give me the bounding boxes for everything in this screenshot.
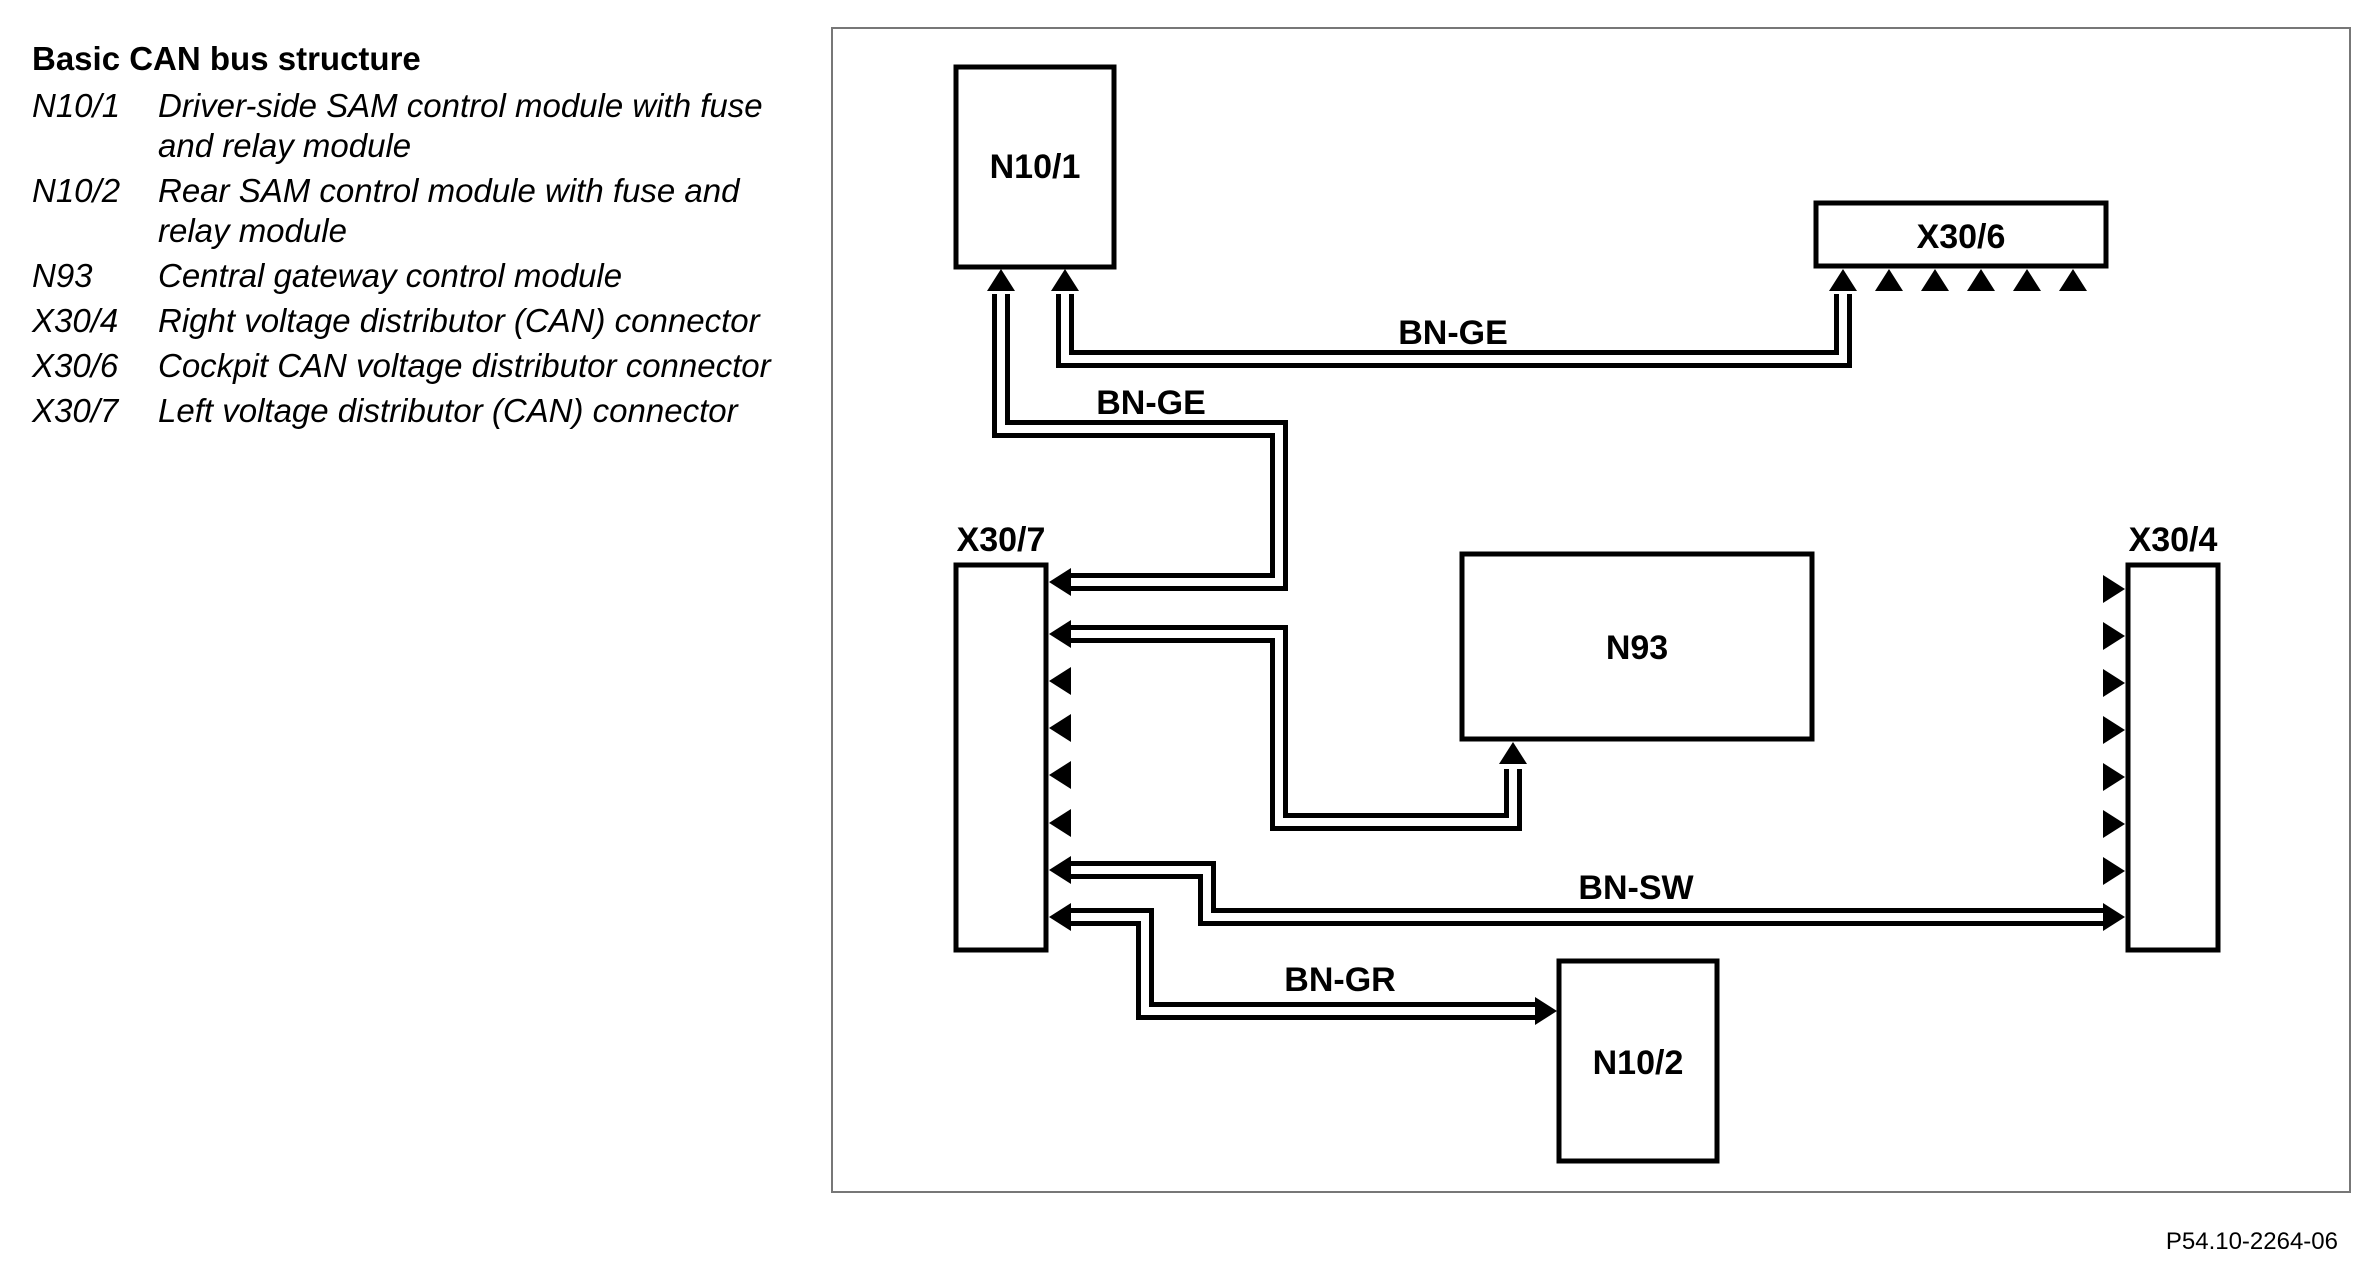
- legend-code: X30/4: [32, 302, 119, 339]
- pin-triangle: [1499, 742, 1527, 764]
- pin-triangle: [1049, 856, 1071, 884]
- pin-triangle: [1049, 667, 1071, 695]
- pin-triangle: [2103, 903, 2125, 931]
- legend-desc: Left voltage distributor (CAN) connector: [158, 392, 738, 429]
- module-n10-2-box: [1556, 958, 1720, 1164]
- pin-triangle: [2103, 716, 2125, 744]
- legend-desc: Right voltage distributor (CAN) connecto…: [158, 302, 760, 339]
- pin-triangle: [1049, 714, 1071, 742]
- legend-item: N10/2 Rear SAM control module with fuse …: [32, 171, 792, 251]
- legend-code: X30/7: [32, 392, 119, 429]
- module-x30-6-box: [1813, 200, 2109, 269]
- module-n93-label: N93: [1606, 629, 1668, 667]
- pin-triangle: [1967, 269, 1995, 291]
- pin-triangle: [2103, 622, 2125, 650]
- pin-triangle: [2059, 269, 2087, 291]
- legend-code: N93: [32, 257, 93, 294]
- pin-triangle: [1049, 809, 1071, 837]
- pin-triangle: [2103, 810, 2125, 838]
- wire-label-bn-gr: BN-GR: [1284, 961, 1395, 999]
- pin-triangle: [2103, 575, 2125, 603]
- pin-triangle: [2103, 763, 2125, 791]
- pin-triangle: [1049, 903, 1071, 931]
- module-x30-6-label: X30/6: [1917, 218, 2006, 256]
- pin-triangle: [1049, 568, 1071, 596]
- legend-title: Basic CAN bus structure: [32, 40, 421, 77]
- pin-triangle: [1049, 761, 1071, 789]
- legend-item: X30/6 Cockpit CAN voltage distributor co…: [32, 346, 792, 386]
- module-x30-7-label: X30/7: [957, 521, 1046, 559]
- pin-triangle: [1535, 997, 1557, 1025]
- legend-desc: Rear SAM control module with fuse and re…: [158, 172, 740, 249]
- module-n10-1-box: [953, 64, 1117, 270]
- module-x30-7-box: [953, 562, 1049, 953]
- pin-triangle: [1051, 269, 1079, 291]
- legend-item: X30/7 Left voltage distributor (CAN) con…: [32, 391, 792, 431]
- module-x30-4-label: X30/4: [2129, 521, 2218, 559]
- module-n93-box: [1459, 551, 1815, 742]
- pin-triangle: [1049, 620, 1071, 648]
- legend: Basic CAN bus structure N10/1 Driver-sid…: [32, 40, 792, 436]
- module-n10-2-label: N10/2: [1593, 1044, 1684, 1082]
- legend-code: N10/1: [32, 87, 121, 124]
- figure-reference: P54.10-2264-06: [2165, 1228, 2338, 1255]
- pin-triangle: [1829, 269, 1857, 291]
- legend-code: X30/6: [32, 347, 119, 384]
- legend-item: X30/4 Right voltage distributor (CAN) co…: [32, 301, 792, 341]
- wire-label-bn-sw: BN-SW: [1578, 869, 1694, 907]
- pin-triangle: [1875, 269, 1903, 291]
- pin-triangle: [987, 269, 1015, 291]
- legend-item: N93 Central gateway control module: [32, 256, 792, 296]
- legend-desc: Central gateway control module: [158, 257, 623, 294]
- legend-desc: Cockpit CAN voltage distributor connecto…: [158, 347, 771, 384]
- module-n10-1-label: N10/1: [990, 148, 1081, 186]
- legend-item: N10/1 Driver-side SAM control module wit…: [32, 86, 792, 166]
- wire-x30-7-n93: [1068, 625, 1522, 831]
- module-x30-4-box: [2125, 562, 2221, 953]
- pin-triangle: [1921, 269, 1949, 291]
- pin-triangle: [2103, 669, 2125, 697]
- pin-triangle: [2013, 269, 2041, 291]
- wire-label-bn-ge-left: BN-GE: [1096, 384, 1206, 422]
- legend-code: N10/2: [32, 172, 121, 209]
- wire-label-bn-ge-top: BN-GE: [1398, 314, 1508, 352]
- can-bus-diagram: N10/1 X30/6 X30/7 N93 X30/4 N10/2 BN-GE …: [831, 27, 2351, 1193]
- pin-triangle: [2103, 857, 2125, 885]
- legend-desc: Driver-side SAM control module with fuse…: [158, 87, 763, 164]
